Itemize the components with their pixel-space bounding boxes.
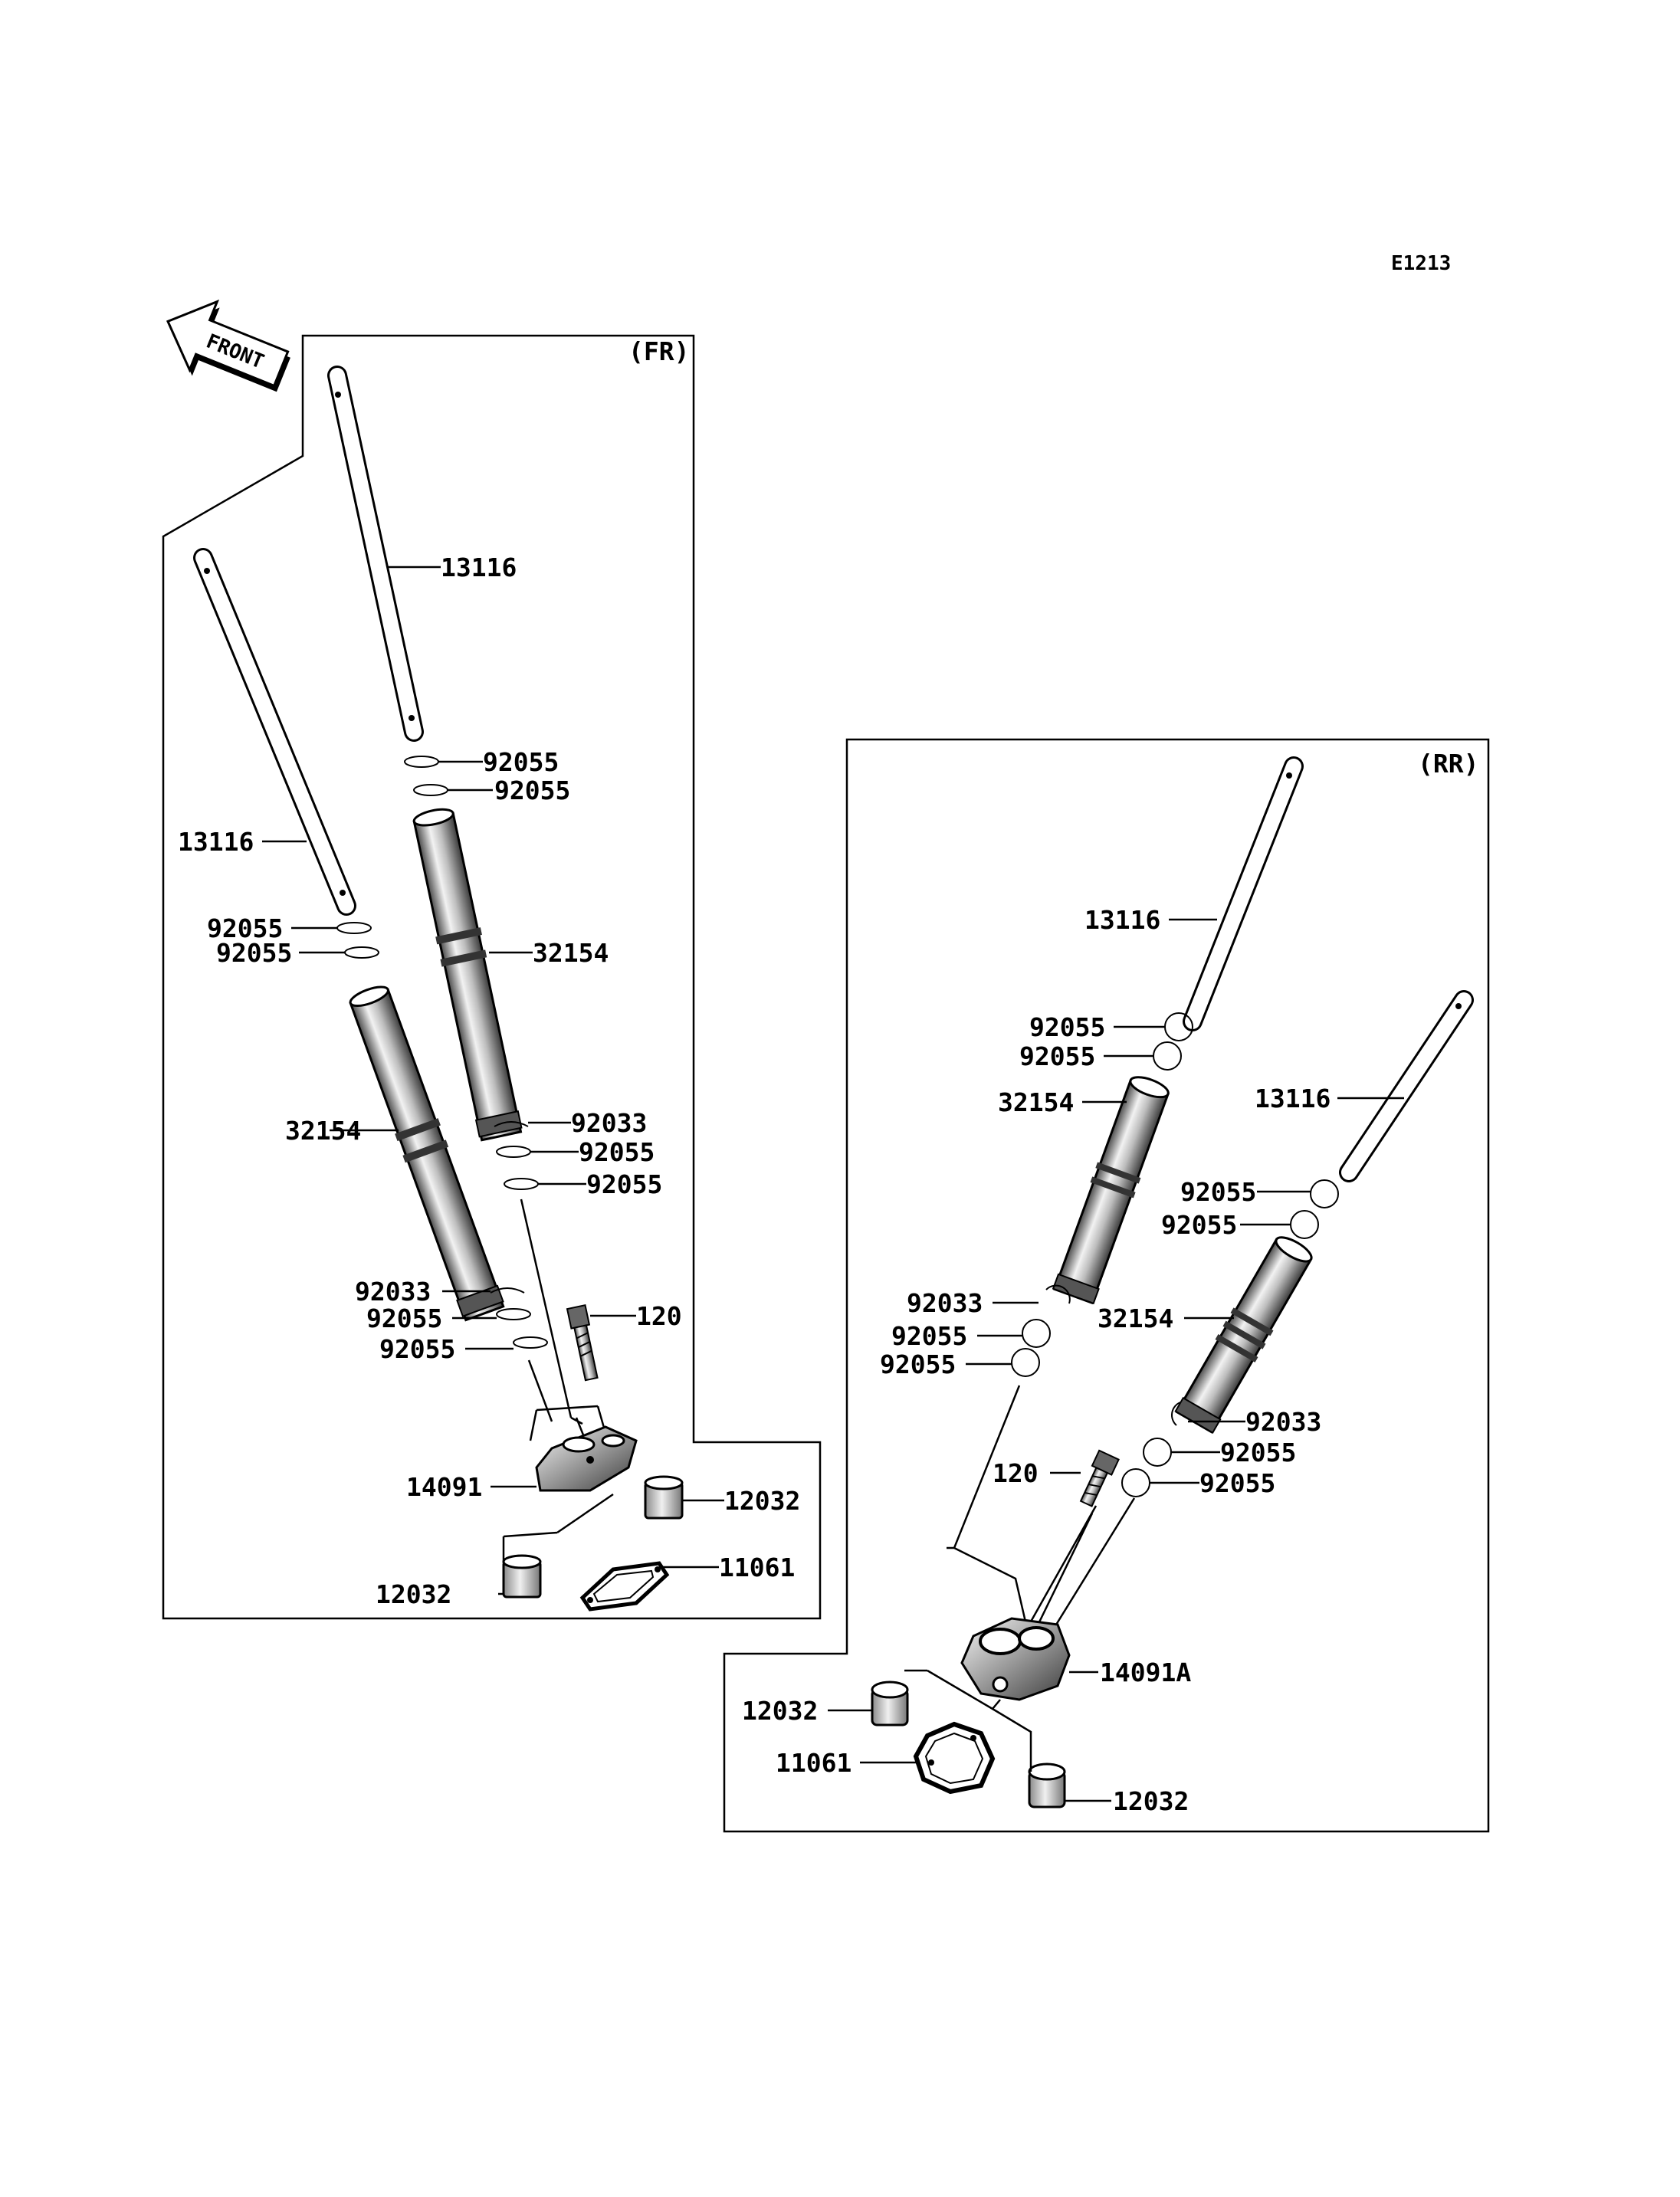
label-rr-12032-b: 12032 [1113,1786,1189,1816]
label-fr-92055-g: 92055 [366,1303,442,1333]
label-fr-92055-h: 92055 [379,1334,455,1364]
label-rr-92055-c: 92055 [1180,1177,1256,1207]
label-fr-92055-a: 92055 [483,747,559,777]
label-rr-92055-g: 92055 [1220,1438,1296,1467]
rear-leader-lines [828,918,1404,1802]
label-fr-92055-c: 92055 [207,913,283,943]
label-fr-12032-b: 12032 [376,1579,451,1609]
label-fr-92055-e: 92055 [579,1137,655,1167]
front-gasket-11061 [579,1561,670,1612]
label-fr-92055-b: 92055 [494,776,570,805]
rear-circlip-lower [1171,1402,1181,1426]
rear-guide-lines [947,1385,1136,1629]
label-rr-120: 120 [993,1458,1039,1488]
label-fr-32154-b: 32154 [285,1116,361,1146]
label-rr-92055-b: 92055 [1019,1041,1095,1071]
label-rr-13116-a: 13116 [1084,905,1160,935]
rear-bushing-12032-left [871,1681,909,1726]
label-fr-13116-a: 13116 [441,553,517,582]
label-fr-92033-a: 92033 [571,1108,647,1138]
rear-bolt-120 [1079,1449,1120,1507]
front-bushing-12032-left [502,1554,542,1599]
pushrod-tube-32154-upper [412,808,523,1142]
rear-bushing-12032-right [1028,1763,1066,1808]
label-fr-11061: 11061 [719,1553,795,1582]
label-fr-12032-a: 12032 [724,1486,800,1516]
front-section-label: (FR) [628,336,689,366]
pushrod-13116-upper [327,366,424,742]
front-leader-lines [262,566,724,1595]
label-rr-32154-a: 32154 [998,1087,1074,1117]
rear-pushrod-tube-32154-upper [1052,1076,1170,1305]
front-bushing-12032-right [644,1475,684,1520]
label-fr-32154-a: 32154 [533,938,609,968]
pushrod-tube-32154-lower [349,985,505,1322]
label-rr-14091a: 14091A [1100,1658,1191,1687]
label-rr-92055-a: 92055 [1029,1012,1105,1042]
pushrod-13116-lower [193,548,356,916]
front-arrow-icon: FRONT [166,299,290,392]
rear-gasket-11061 [913,1721,996,1795]
label-rr-92055-f: 92055 [880,1349,956,1379]
label-fr-13116-b: 13116 [178,827,254,857]
label-rr-92033-a: 92033 [907,1288,983,1318]
rear-section-frame [723,738,1490,1833]
label-fr-14091: 14091 [406,1472,482,1502]
label-rr-32154-b: 32154 [1098,1303,1173,1333]
rear-pushrod-13116-upper [1183,756,1304,1031]
rear-section-label: (RR) [1418,749,1478,779]
label-rr-92033-b: 92033 [1245,1407,1321,1437]
label-rr-13116-b: 13116 [1255,1084,1331,1113]
front-holder-14091 [535,1425,638,1492]
label-rr-92055-h: 92055 [1199,1468,1275,1498]
rear-pushrod-13116-lower [1339,990,1474,1182]
label-fr-92055-d: 92055 [216,938,292,968]
front-section-frame [162,334,822,1620]
label-rr-11061: 11061 [776,1748,851,1778]
front-circlip-lower [490,1287,525,1294]
rear-pushrod-tube-32154-lower [1174,1236,1313,1434]
label-rr-12032-a: 12032 [742,1696,818,1726]
front-guide-lines [520,1199,607,1441]
label-fr-92033-b: 92033 [355,1277,431,1307]
front-bolt-120 [566,1303,599,1382]
label-rr-92055-e: 92055 [891,1321,967,1351]
front-circlip-upper [494,1121,529,1127]
rear-holder-14091a [960,1617,1071,1701]
label-rr-92055-d: 92055 [1161,1210,1237,1240]
label-fr-120: 120 [636,1301,682,1331]
label-fr-92055-f: 92055 [586,1169,662,1199]
diagram-code: E1213 [1391,252,1451,275]
rear-circlip-upper [1045,1284,1071,1304]
